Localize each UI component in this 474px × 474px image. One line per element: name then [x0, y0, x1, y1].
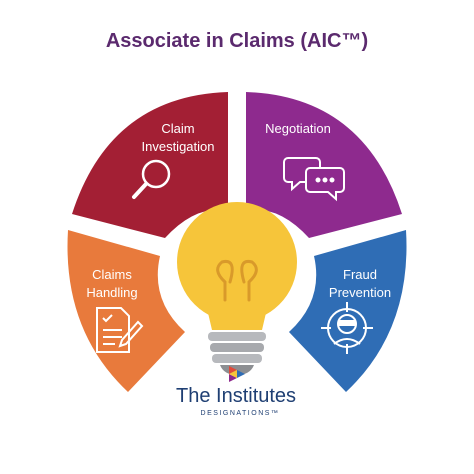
masked-thief-target-icon — [321, 302, 373, 354]
segment-label-claims-handling: Claims Handling — [62, 266, 162, 302]
segment-label-line: Claims — [92, 267, 132, 282]
page-title: Associate in Claims (AIC™) — [105, 30, 369, 52]
segment-negotiation — [246, 92, 402, 238]
institutes-logo-mark-icon — [229, 366, 245, 382]
magnifying-glass-icon — [132, 159, 171, 199]
segment-label-line: Claim — [161, 121, 195, 136]
logo-subtitle: DESIGNATIONS™ — [200, 410, 280, 417]
segment-label-line: Handling — [86, 285, 138, 300]
speech-bubbles-icon — [283, 157, 345, 202]
segment-label-claim-investigation: Claim Investigation — [128, 120, 228, 156]
segment-claim-investigation — [72, 92, 228, 238]
segment-label-line: Fraud — [343, 267, 377, 282]
segment-claims-handling — [67, 230, 185, 392]
segment-label-fraud-prevention: Fraud Prevention — [310, 266, 410, 302]
segment-label-line: Prevention — [328, 285, 392, 300]
segment-label-negotiation: Negotiation — [248, 120, 348, 138]
segment-label-line: Investigation — [141, 139, 215, 154]
light-bulb-icon — [177, 202, 297, 375]
document-pen-icon — [96, 307, 144, 353]
logo-name: The Institutes — [176, 385, 297, 407]
segment-label-line: Negotiation — [265, 121, 331, 136]
